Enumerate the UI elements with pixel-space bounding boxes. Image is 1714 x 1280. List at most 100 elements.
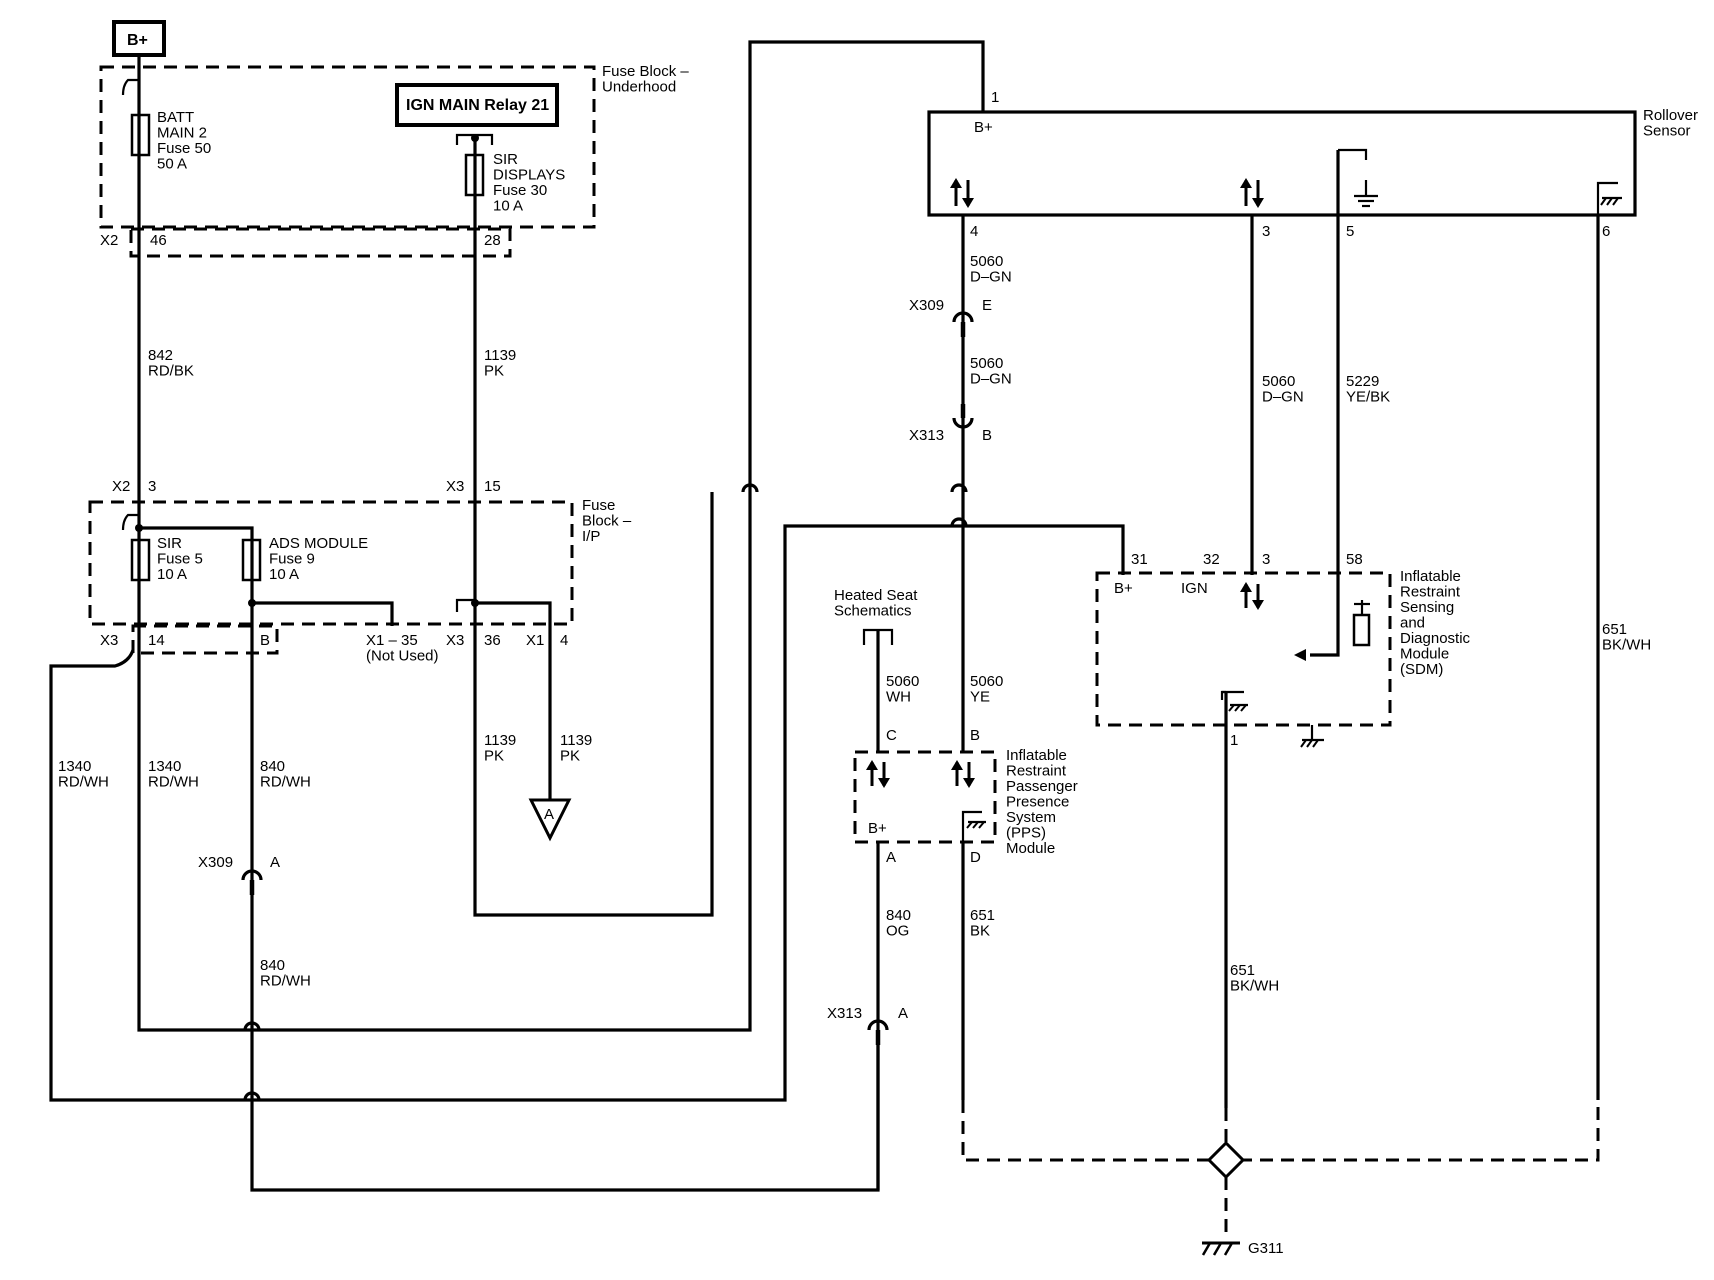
rollover-pin-6-label: 6 bbox=[1602, 223, 1610, 240]
pin-46-label: 46 bbox=[150, 232, 167, 249]
ign-main-relay-label: IGN MAIN Relay 21 bbox=[406, 97, 549, 114]
connector-x2-underhood bbox=[129, 227, 512, 258]
wire-junction-dots bbox=[135, 134, 479, 607]
pps-chassis-ground-icon bbox=[961, 810, 986, 842]
sdm-resistor-icon bbox=[1352, 600, 1371, 647]
connector-x313-top-pin: B bbox=[982, 427, 992, 444]
ip-x3-top-label: X3 bbox=[446, 478, 464, 495]
sdm-pin-58-label: 58 bbox=[1346, 551, 1363, 568]
offpage-connector-a-label: A bbox=[544, 806, 554, 823]
sdm-module bbox=[1095, 571, 1392, 727]
fuse-block-underhood-title: Fuse Block –Underhood bbox=[602, 63, 689, 96]
rollover-bidir-icon-3 bbox=[1240, 178, 1264, 208]
sdm-chassis-ground-icon bbox=[1220, 690, 1248, 712]
pps-bidir-icon-b bbox=[951, 760, 975, 788]
rollover-bidir-icon-4 bbox=[950, 178, 974, 208]
connector-x313-top-label: X313 bbox=[909, 427, 944, 444]
ip-x3-bottom-right-label: X3 bbox=[446, 632, 464, 649]
ign-main-relay-box bbox=[395, 83, 559, 127]
connector-x309-left-pin: A bbox=[270, 854, 280, 871]
pps-pin-b-label: B bbox=[970, 727, 980, 744]
rollover-pin-4-label: 4 bbox=[970, 223, 978, 240]
ground-bus-dashed bbox=[961, 1100, 1600, 1162]
ip-pin-3-label: 3 bbox=[148, 478, 156, 495]
g311-ground-icon bbox=[1201, 1241, 1240, 1256]
ip-pin-14-label: 14 bbox=[148, 632, 165, 649]
connector-x309-right-label: X309 bbox=[909, 297, 944, 314]
sdm-pin-3-label: 3 bbox=[1262, 551, 1270, 568]
pps-pin-a-label: A bbox=[886, 849, 896, 866]
rollover-bplus-label: B+ bbox=[974, 119, 993, 136]
g311-label: G311 bbox=[1248, 1240, 1284, 1257]
ip-pin-b-label: B bbox=[260, 632, 270, 649]
pps-pin-d-label: D bbox=[970, 849, 981, 866]
sdm-bidir-icon bbox=[1240, 582, 1264, 610]
rollover-chassis-ground-icon bbox=[1596, 181, 1622, 215]
pps-bidir-icon-c bbox=[866, 760, 890, 788]
sdm-bplus-label: B+ bbox=[1114, 580, 1133, 597]
ip-x2-label: X2 bbox=[112, 478, 130, 495]
ip-x3-bottom-left-label: X3 bbox=[100, 632, 118, 649]
pps-bplus-label: B+ bbox=[868, 820, 887, 837]
rollover-ground-icon bbox=[1338, 148, 1378, 208]
pin-28-label: 28 bbox=[484, 232, 501, 249]
connector-x309-left bbox=[241, 869, 263, 895]
wires-right bbox=[876, 150, 1600, 1190]
rollover-pin-3-label: 3 bbox=[1262, 223, 1270, 240]
conn-x2-label: X2 bbox=[100, 232, 118, 249]
heated-seat-connector-icon bbox=[862, 628, 894, 645]
sdm-pin-1-label: 1 bbox=[1230, 732, 1238, 749]
offpage-connector-a: A bbox=[528, 798, 572, 842]
connector-x309-right-pin: E bbox=[982, 297, 992, 314]
ground-splice-diamond bbox=[1206, 1140, 1246, 1180]
sdm-pin-32-label: 32 bbox=[1203, 551, 1220, 568]
ip-x1-35-label: X1 – 35(Not Used) bbox=[366, 632, 439, 665]
rollover-pin-5-label: 5 bbox=[1346, 223, 1354, 240]
fuse-block-ip bbox=[88, 500, 574, 626]
ip-pin-15-label: 15 bbox=[484, 478, 501, 495]
connector-x313-bottom-label: X313 bbox=[827, 1005, 862, 1022]
connector-x313-bottom-pin: A bbox=[898, 1005, 908, 1022]
pps-pin-c-label: C bbox=[886, 727, 897, 744]
sdm-arrow-head bbox=[1294, 649, 1306, 661]
ip-pin-4-label: 4 bbox=[560, 632, 568, 649]
b-plus-label: B+ bbox=[127, 32, 148, 49]
wire-crossover-hops bbox=[243, 483, 968, 1101]
rollover-pin-1-label: 1 bbox=[991, 89, 999, 106]
connector-x309-left-label: X309 bbox=[198, 854, 233, 871]
sdm-ign-label: IGN bbox=[1181, 580, 1208, 597]
connector-x3-ip-bottom bbox=[131, 624, 279, 655]
fuse-block-underhood bbox=[99, 65, 596, 229]
ip-pin-36-label: 36 bbox=[484, 632, 501, 649]
ip-x1-label: X1 bbox=[526, 632, 544, 649]
pps-module bbox=[853, 750, 997, 844]
sdm-pin-31-label: 31 bbox=[1131, 551, 1148, 568]
